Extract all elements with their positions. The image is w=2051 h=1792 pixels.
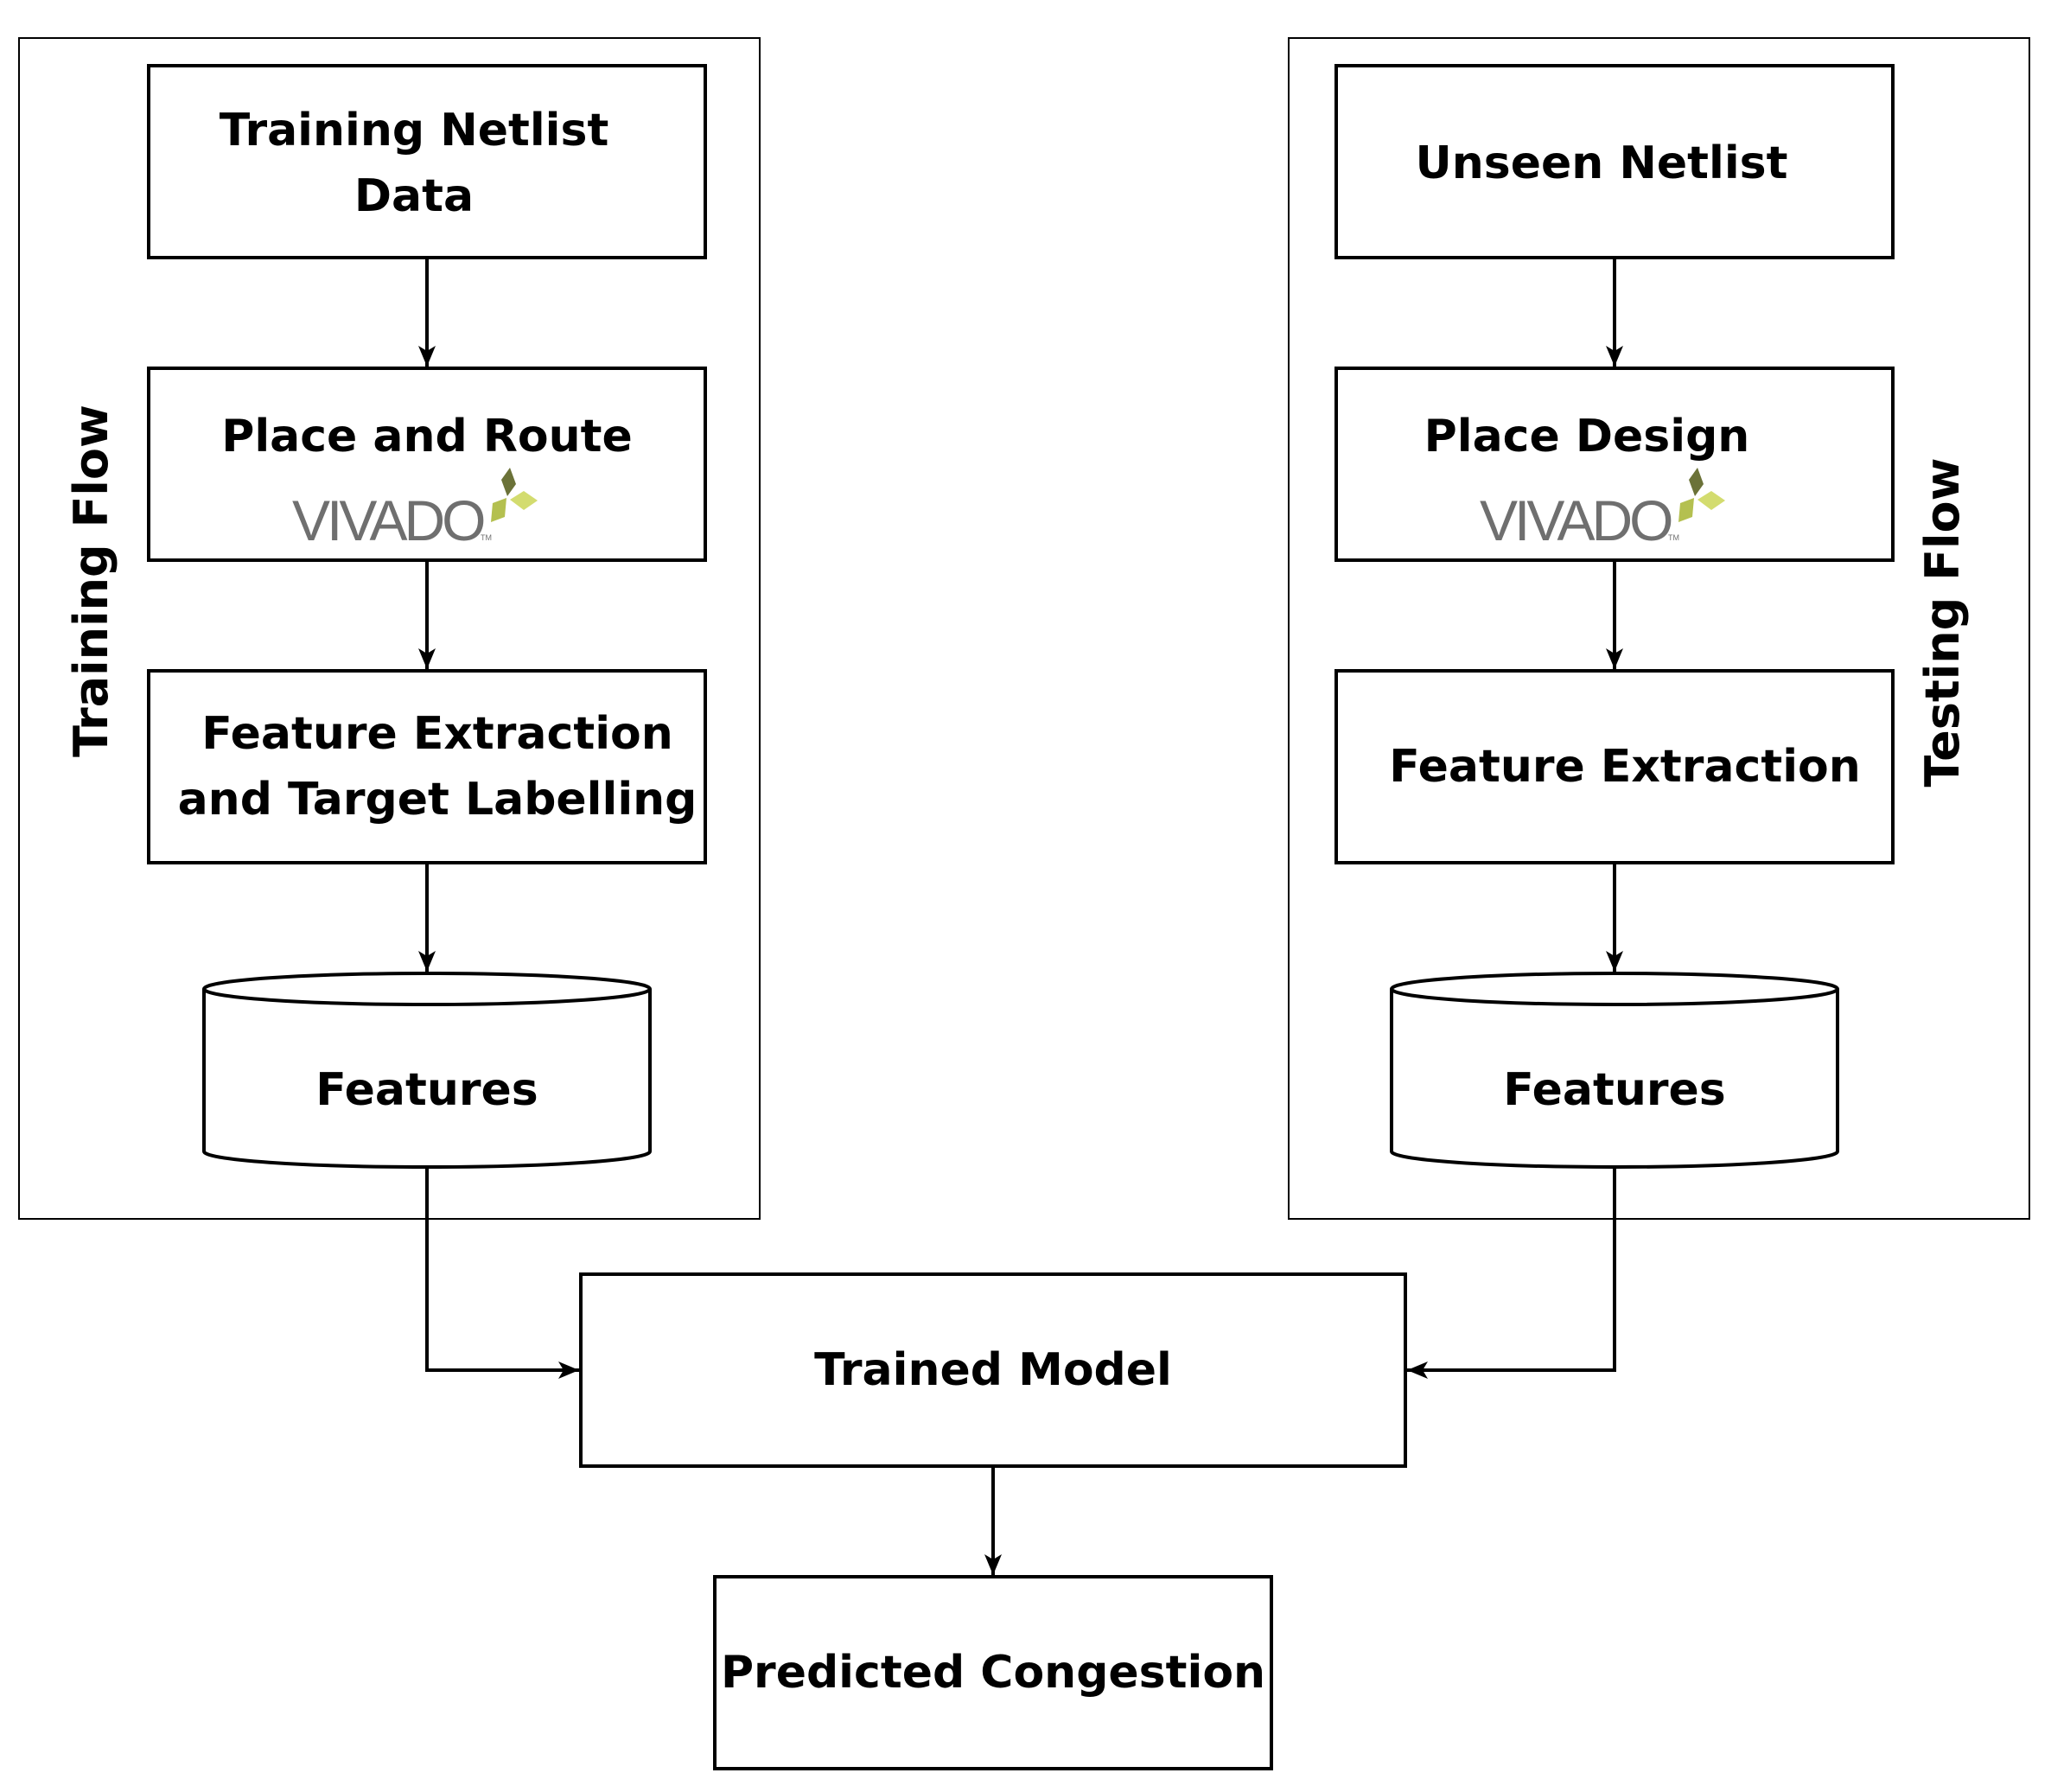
place-and-route-box: Place and Route VIVADO TM <box>147 367 707 562</box>
svg-text:TM: TM <box>481 533 492 542</box>
feature-extraction-labelling-line2: and Target Labelling <box>178 774 697 826</box>
vivado-logo-text: VIVADO <box>1480 488 1672 552</box>
place-design-label: Place Design <box>1424 411 1750 462</box>
training-flow-title: Training Flow <box>64 405 118 757</box>
training-features-label: Features <box>315 1064 538 1116</box>
testing-features-database: Features <box>1390 972 1839 1169</box>
training-flow-group: Training Flow Training Netlist Data Plac… <box>18 37 761 1220</box>
feature-extraction-label: Feature Extraction <box>1389 741 1861 793</box>
trained-model-label: Trained Model <box>814 1344 1172 1396</box>
feature-extraction-labelling-line1: Feature Extraction <box>201 708 673 760</box>
svg-text:TM: TM <box>1668 533 1679 542</box>
place-design-box: Place Design VIVADO TM <box>1334 367 1895 562</box>
training-netlist-label-line2: Data <box>354 170 474 222</box>
vivado-logo: VIVADO TM <box>1480 468 1725 552</box>
unseen-netlist-label: Unseen Netlist <box>1416 137 1788 189</box>
testing-flow-title: Testing Flow <box>1915 457 1970 787</box>
place-and-route-label: Place and Route <box>221 411 633 462</box>
vivado-logo-text: VIVADO <box>292 488 484 552</box>
training-netlist-box: Training Netlist Data <box>147 64 707 259</box>
feature-extraction-labelling-box: Feature Extraction and Target Labelling <box>147 669 707 864</box>
trained-model-box: Trained Model <box>579 1272 1407 1468</box>
arrow-training-features-to-model <box>425 1167 579 1379</box>
training-netlist-label-line1: Training Netlist <box>220 105 609 156</box>
predicted-congestion-label: Predicted Congestion <box>721 1647 1265 1699</box>
vivado-logo: VIVADO TM <box>292 468 538 552</box>
unseen-netlist-box: Unseen Netlist <box>1334 64 1895 259</box>
training-flow-frame <box>18 37 761 1220</box>
feature-extraction-box: Feature Extraction <box>1334 669 1895 864</box>
testing-flow-frame <box>1288 37 2030 1220</box>
testing-features-label: Features <box>1503 1064 1726 1116</box>
predicted-congestion-box: Predicted Congestion <box>713 1575 1273 1770</box>
testing-flow-group: Testing Flow Unseen Netlist Place Design… <box>1288 37 2030 1220</box>
arrow-testing-features-to-model <box>1407 1167 1616 1379</box>
training-features-database: Features <box>202 972 652 1169</box>
